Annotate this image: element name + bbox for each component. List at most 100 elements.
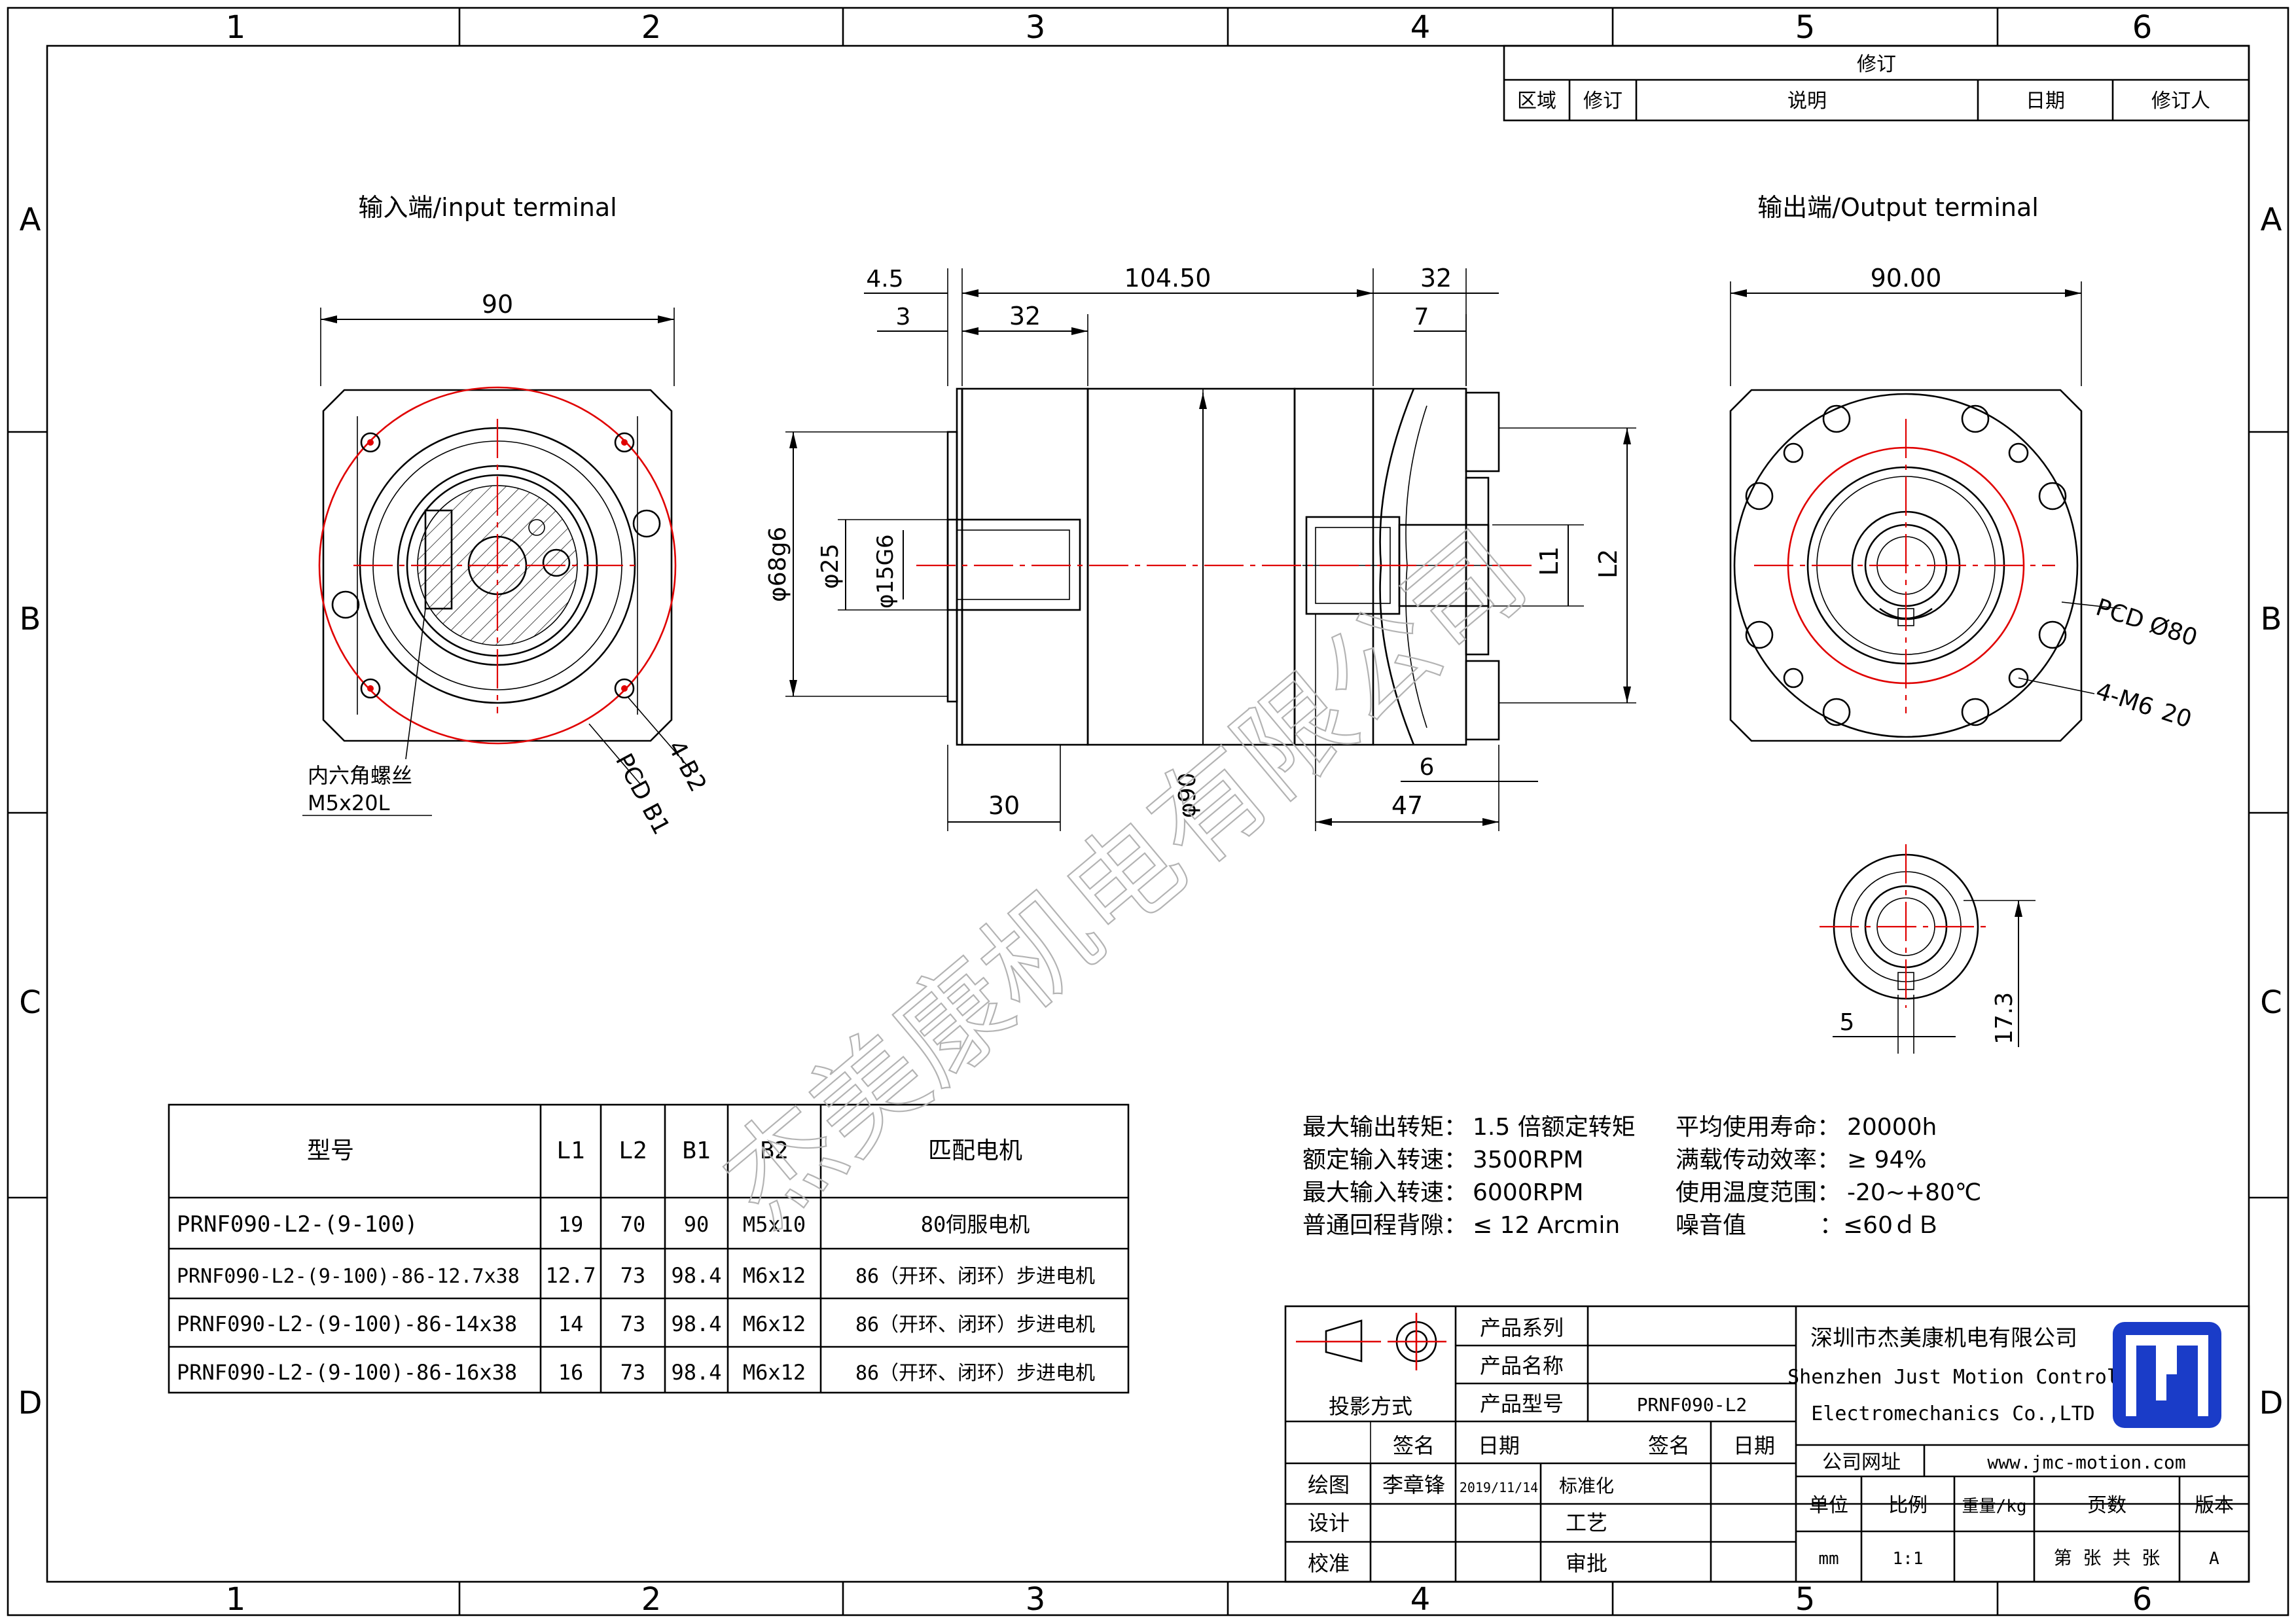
row-label: D bbox=[18, 1385, 43, 1421]
tb-scale: 比例 bbox=[1888, 1494, 1928, 1517]
dim-17-3: 17.3 bbox=[1991, 992, 2018, 1044]
dim-phi25: φ25 bbox=[817, 543, 844, 589]
tb-product-series: 产品系列 bbox=[1480, 1315, 1564, 1340]
col-label: 1 bbox=[226, 9, 246, 46]
spec-value: 6000RPM bbox=[1473, 1179, 1583, 1206]
table-cell: 16 bbox=[558, 1360, 584, 1385]
spec-label: 普通回程背隙： bbox=[1302, 1212, 1467, 1239]
input-end-view: 输入端/input terminal 90 bbox=[302, 193, 711, 839]
revision-header: 说明 bbox=[1787, 90, 1827, 113]
table-header: B2 bbox=[760, 1137, 788, 1164]
dim-47: 47 bbox=[1391, 791, 1423, 820]
table-cell: 80伺服电机 bbox=[921, 1212, 1030, 1237]
table-cell: PRNF090-L2-(9-100)-86-14x38 bbox=[177, 1311, 517, 1336]
label-4-m6: 4-M6 bbox=[2092, 678, 2157, 722]
row-label: D bbox=[2259, 1385, 2284, 1421]
bolt-note-2: M5x20L bbox=[308, 791, 390, 815]
revision-block: 修订 区域 修订 说明 日期 修订人 bbox=[1503, 45, 2250, 122]
label-pcd-b1: PCD B1 bbox=[610, 749, 675, 839]
row-label: A bbox=[2261, 202, 2282, 238]
row-label: B bbox=[20, 601, 41, 637]
table-cell: 86（开环、闭环）步进电机 bbox=[855, 1362, 1095, 1385]
table-cell: 98.4 bbox=[671, 1263, 721, 1288]
tb-version-val: A bbox=[2209, 1549, 2219, 1569]
dim-output-width: 90.00 bbox=[1871, 264, 1942, 293]
dim-104-50: 104.50 bbox=[1124, 264, 1211, 293]
col-label: 2 bbox=[641, 9, 662, 46]
col-label: 2 bbox=[641, 1581, 662, 1618]
inner-border bbox=[46, 45, 2250, 1583]
dim-5: 5 bbox=[1840, 1009, 1855, 1036]
table-cell: 70 bbox=[620, 1212, 646, 1237]
revision-header: 修订人 bbox=[2151, 90, 2210, 113]
tb-projection: 投影方式 bbox=[1329, 1394, 1412, 1419]
tb-company-en2: Electromechanics Co.,LTD bbox=[1811, 1402, 2094, 1425]
table-cell: 98.4 bbox=[671, 1311, 721, 1336]
dim-phi90: φ90 bbox=[1174, 772, 1201, 818]
col-label: 6 bbox=[2132, 1581, 2153, 1618]
table-cell: 98.4 bbox=[671, 1360, 721, 1385]
revision-header: 日期 bbox=[2026, 90, 2065, 113]
revision-title: 修订 bbox=[1857, 53, 1896, 76]
table-cell: M6x12 bbox=[743, 1311, 806, 1336]
table-cell: 14 bbox=[558, 1311, 584, 1336]
row-label: A bbox=[20, 202, 41, 238]
table-cell: PRNF090-L2-(9-100)-86-16x38 bbox=[177, 1360, 517, 1385]
tb-scale-val: 1:1 bbox=[1893, 1549, 1924, 1569]
table-header: 匹配电机 bbox=[928, 1137, 1022, 1164]
grid-labels: 1 2 3 4 5 6 1 2 3 4 5 6 A B C D A B C D bbox=[18, 9, 2284, 1618]
label-4-b2: 4-B2 bbox=[662, 736, 711, 796]
tb-website: www.jmc-motion.com bbox=[1987, 1452, 2185, 1473]
tb-unit: 单位 bbox=[1809, 1494, 1848, 1517]
tb-product-model: 产品型号 bbox=[1480, 1391, 1564, 1416]
table-header: L1 bbox=[556, 1137, 584, 1164]
col-label: 5 bbox=[1795, 1581, 1816, 1618]
table-cell: 73 bbox=[620, 1263, 646, 1288]
output-end-view: 输出端/Output terminal 90.00 PCD Ø80 4-M6 bbox=[1729, 193, 2200, 1054]
projection-symbol bbox=[1296, 1313, 1446, 1370]
dim-input-width: 90 bbox=[482, 290, 513, 319]
tb-drawn-date: 2019/11/14 bbox=[1460, 1480, 1538, 1495]
bolt-note-1: 内六角螺丝 bbox=[308, 763, 412, 788]
tb-product-name: 产品名称 bbox=[1480, 1353, 1564, 1378]
tb-website-label: 公司网址 bbox=[1822, 1451, 1901, 1474]
tb-design: 设计 bbox=[1308, 1510, 1350, 1535]
tb-drawn: 绘图 bbox=[1308, 1472, 1350, 1497]
input-view-title: 输入端/input terminal bbox=[358, 193, 617, 222]
spec-label: 使用温度范围： bbox=[1676, 1179, 1840, 1206]
col-label: 4 bbox=[1410, 1581, 1431, 1618]
spec-label: 额定输入转速： bbox=[1302, 1147, 1467, 1173]
spec-value: ≤ 12 Arcmin bbox=[1473, 1212, 1620, 1239]
tb-pages: 页数 bbox=[2087, 1494, 2126, 1517]
tb-unit-val: mm bbox=[1818, 1549, 1839, 1569]
tb-company-en1: Shenzhen Just Motion Control bbox=[1787, 1366, 2119, 1389]
table-cell: 19 bbox=[558, 1212, 584, 1237]
row-label: C bbox=[2260, 984, 2282, 1021]
spec-label: 满载传动效率： bbox=[1676, 1147, 1840, 1173]
table-cell: 12.7 bbox=[545, 1263, 596, 1288]
col-label: 5 bbox=[1795, 9, 1816, 46]
table-cell: 86（开环、闭环）步进电机 bbox=[855, 1265, 1095, 1288]
dim-32-left: 32 bbox=[1009, 302, 1041, 330]
dim-phi68: φ68g6 bbox=[764, 527, 791, 602]
title-block: 产品系列 产品名称 产品型号 PRNF090-L2 投影方式 签名 日期 签名 … bbox=[1284, 1305, 2250, 1583]
tb-date2: 日期 bbox=[1733, 1433, 1775, 1458]
dim-l1: L1 bbox=[1535, 546, 1564, 576]
spec-value: ≥ 94% bbox=[1847, 1147, 1927, 1173]
label-pcd80: PCD Ø80 bbox=[2092, 594, 2200, 652]
table-header: B1 bbox=[682, 1137, 710, 1164]
tb-weight: 重量/kg bbox=[1962, 1497, 2027, 1516]
tb-approve: 审批 bbox=[1566, 1551, 1607, 1576]
revision-header: 修订 bbox=[1583, 90, 1623, 113]
spec-value: ：≤60ｄＢ bbox=[1820, 1212, 1940, 1239]
table-cell: PRNF090-L2-(9-100)-86-12.7x38 bbox=[177, 1265, 520, 1288]
tb-check: 校准 bbox=[1308, 1551, 1350, 1576]
label-m6-depth: 20 bbox=[2158, 699, 2195, 734]
tb-process: 工艺 bbox=[1566, 1510, 1607, 1535]
dim-32-right: 32 bbox=[1420, 264, 1452, 293]
revision-header: 区域 bbox=[1517, 90, 1556, 113]
spec-value: -20~+80℃ bbox=[1847, 1179, 1981, 1206]
col-label: 4 bbox=[1410, 9, 1431, 46]
dim-7: 7 bbox=[1414, 304, 1429, 330]
